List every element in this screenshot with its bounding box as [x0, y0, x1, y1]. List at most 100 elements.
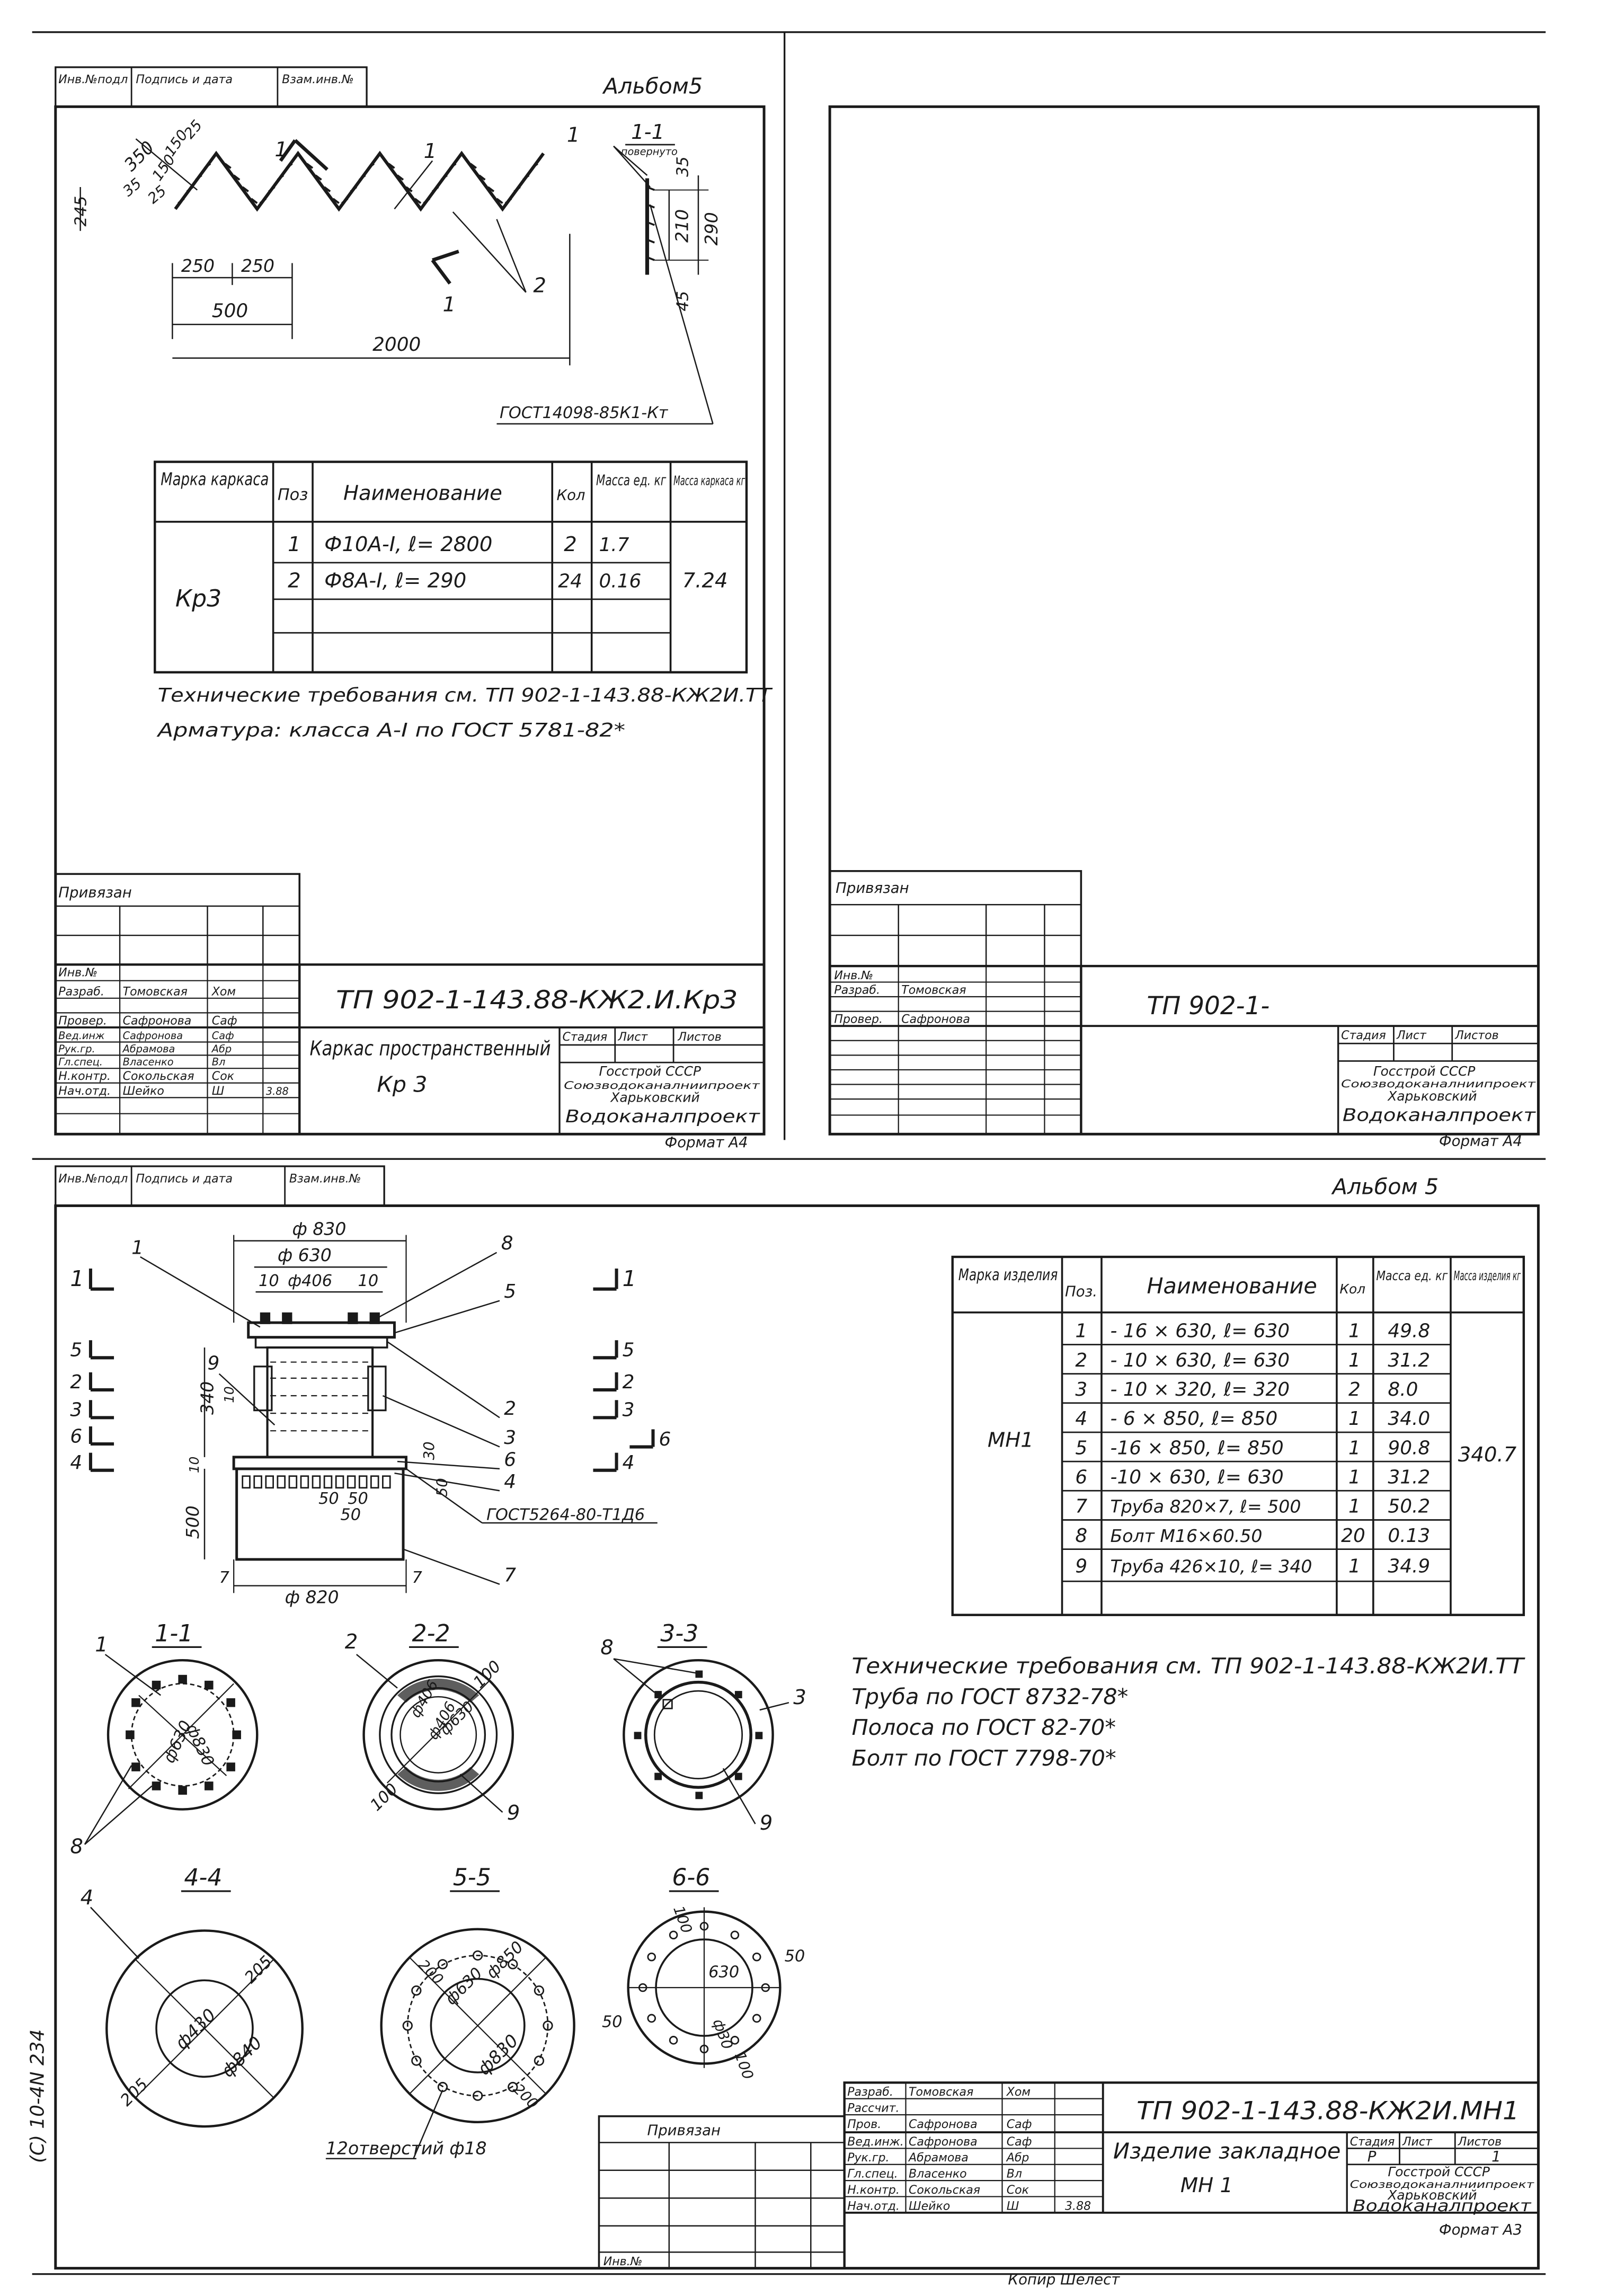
- sheet-1-spec-table: [154, 460, 748, 673]
- th-unit-mass: Масса ед. кг: [596, 472, 667, 489]
- td-name: - 10 × 630, ℓ= 630: [1111, 1350, 1290, 1371]
- tb-role: Гл.спец.: [58, 1056, 103, 1068]
- org-line: Госстрой СССР: [1388, 2164, 1490, 2179]
- stage-header: Стадия: [1341, 1029, 1386, 1042]
- doc-code: ТП 902-1-143.88-КЖ2.И.Кр3: [336, 986, 738, 1015]
- dim-430: ф430: [171, 2005, 220, 2053]
- td-qty: 1: [1348, 1350, 1361, 1371]
- sheet-3-spec-table: [951, 1255, 1525, 1616]
- td-name: Болт М16×60.50: [1111, 1526, 1263, 1546]
- section-title: 1-1: [155, 1620, 193, 1647]
- sheet-3-title-block-text: Привязан Инв.№ Разраб. Томовская Хом Рас…: [603, 2086, 1534, 2288]
- tb-sign: Саф: [212, 1030, 234, 1042]
- sheet-2: Привязан Инв.№ Разраб. Томовская Провер.…: [828, 105, 1540, 1149]
- dim-50-c: 50: [348, 1490, 368, 1508]
- sheet-1: Инв.№подл Подпись и дата Взам.инв.№ Альб…: [54, 66, 773, 1151]
- td-unit-mass: 8.0: [1388, 1379, 1418, 1400]
- callout-6: 6: [504, 1449, 516, 1470]
- td-name: Труба 820×7, ℓ= 500: [1111, 1496, 1301, 1517]
- inv-label: Инв.№: [834, 969, 873, 982]
- inv-label: Инв.№: [58, 966, 97, 979]
- mark-2: 2: [70, 1371, 82, 1393]
- sheet-3-top-stamp: Инв.№подл Подпись и дата Взам.инв.№: [55, 1165, 385, 1207]
- dim-840: ф840: [217, 2032, 266, 2081]
- tb-name: Сафронова: [901, 1013, 970, 1026]
- dim-630: ф630: [442, 1964, 486, 2009]
- td-unit-mass: 0.16: [599, 571, 641, 592]
- tb-role: Рук.гр.: [847, 2151, 889, 2165]
- tb-role: Разраб.: [847, 2086, 893, 2099]
- tb-sign: Хом: [211, 985, 236, 998]
- td-name: - 10 × 320, ℓ= 320: [1111, 1379, 1290, 1400]
- td-unit-mass: 31.2: [1388, 1350, 1430, 1371]
- doc-code: ТП 902-1-: [1147, 991, 1269, 1021]
- tb-sign: Вл: [212, 1056, 226, 1068]
- callout-4: 4: [504, 1471, 516, 1493]
- sheet-3-notes: Технические требования см. ТП 902-1-143.…: [851, 1653, 1525, 1771]
- tb-date: 3.88: [266, 1085, 289, 1097]
- tb-sign: Абр: [211, 1043, 232, 1055]
- doc-title: Каркас пространственный: [310, 1036, 551, 1060]
- dim-10-b: 10: [358, 1272, 379, 1290]
- dim-50-b: 50: [318, 1490, 339, 1508]
- th-unit-mass: Масса ед. кг: [1376, 1268, 1448, 1283]
- sheet-header: Лист: [617, 1031, 648, 1044]
- sheets-value: 1: [1491, 2148, 1501, 2165]
- td-qty: 1: [1348, 1496, 1361, 1518]
- tb-name: Сокольская: [909, 2184, 980, 2197]
- sheet-1-title-block-text: Привязан Инв.№ Разраб. Томовская Хом Про…: [58, 883, 761, 1151]
- td-pos: 3: [1075, 1379, 1087, 1400]
- sheet-2-title-block-text: Привязан Инв.№ Разраб. Томовская Провер.…: [834, 879, 1537, 1149]
- tb-sign: Вл: [1007, 2168, 1022, 2181]
- tb-role: Н.контр.: [847, 2184, 900, 2197]
- zigzag-frame-drawing: 245 350 150 25 150 35 25 250 250 500 200…: [72, 117, 722, 425]
- td-pos: 4: [1075, 1408, 1087, 1430]
- sheet-2-title-block: [828, 870, 1540, 1136]
- section-3-3: 3-3 8 3 9: [600, 1620, 806, 1835]
- mark-4: 4: [70, 1452, 82, 1474]
- stage-header: Стадия: [563, 1031, 608, 1044]
- dim-200: 200: [415, 1956, 447, 1988]
- dim-210: 210: [672, 209, 692, 243]
- tb-name: Сафронова: [123, 1030, 183, 1042]
- th-qty: Кол: [557, 486, 585, 503]
- sheets-header: Листов: [1458, 2135, 1502, 2149]
- dim-7-b: 7: [412, 1568, 423, 1587]
- tb-sign: Ш: [1007, 2200, 1019, 2213]
- sheet-1-spec-table-text: Марка каркаса Поз Наименование Кол Масса…: [161, 469, 745, 613]
- note-pipe-gost: Труба по ГОСТ 8732-78*: [851, 1684, 1128, 1709]
- org-line: Водоканалпроект: [1343, 1104, 1537, 1125]
- dim-100-b: 100: [367, 1780, 402, 1815]
- callout-1: 1: [95, 1633, 108, 1657]
- callout-3: 3: [504, 1427, 516, 1449]
- td-unit-mass: 31.2: [1388, 1466, 1430, 1488]
- dim-820: ф 820: [285, 1587, 339, 1608]
- dim-10-c: 10: [221, 1386, 237, 1403]
- th-name: Наименование: [343, 481, 502, 505]
- td-qty: 1: [1348, 1408, 1361, 1430]
- mark-1: 1: [70, 1266, 84, 1291]
- dim-2000: 2000: [372, 334, 421, 356]
- stamp-cell-inv: Инв.№подл: [58, 73, 128, 86]
- callout-2: 2: [533, 274, 546, 298]
- dim-25-b: 25: [144, 182, 170, 207]
- org-line: Харьковский: [610, 1090, 700, 1105]
- doc-code: ТП 902-1-143.88-КЖ2И.МН1: [1137, 2096, 1519, 2125]
- callout-8: 8: [70, 1834, 83, 1858]
- callout-2: 2: [504, 1398, 516, 1420]
- td-qty: 24: [558, 571, 582, 592]
- td-unit-mass: 49.8: [1388, 1320, 1430, 1342]
- dim-50-d: 50: [340, 1505, 361, 1524]
- callout-8: 8: [600, 1636, 614, 1660]
- tb-sign: Абр: [1006, 2151, 1029, 2165]
- dim-340: 340: [197, 1381, 218, 1415]
- td-unit-mass: 34.0: [1388, 1408, 1430, 1430]
- dim-50-b: 50: [602, 2013, 623, 2032]
- dim-250-b: 250: [241, 255, 274, 276]
- tb-name: Власенко: [123, 1056, 174, 1068]
- org-line: Союзводоканалниипроект: [564, 1079, 760, 1092]
- section-marks-right: 1 5 2 3 6 4: [593, 1266, 671, 1474]
- tb-role: Вед.инж.: [847, 2135, 904, 2149]
- copied-by: Копир Шелест: [1008, 2271, 1121, 2288]
- td-total-mass: 7.24: [682, 569, 728, 593]
